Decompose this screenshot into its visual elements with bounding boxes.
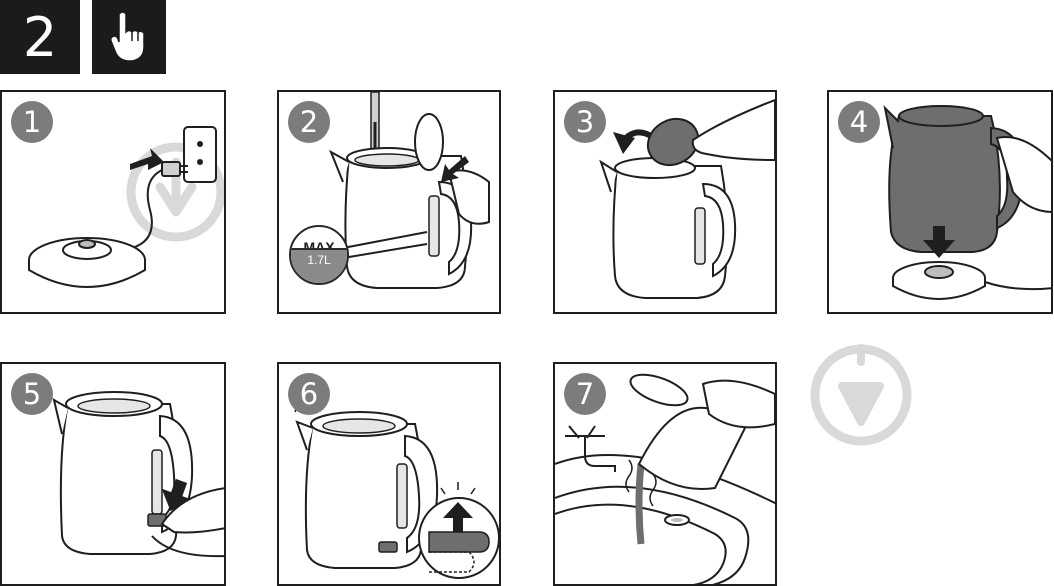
step-panel-4: 4 [827,90,1053,314]
switch-on-illustration [52,391,224,558]
step-panel-1: 1 [0,90,226,314]
step-panel-7: 7 [553,362,777,586]
step-badge: 5 [11,373,53,415]
arrow-down-circle-icon [806,340,916,450]
step-number: 2 [22,5,58,69]
max-capacity-value: 1.7L [291,248,347,283]
closing-lid-illustration [599,98,775,299]
step-number-box: 2 [0,0,80,74]
place-on-base-illustration [883,104,1051,300]
max-fill-label: MAX 1.7L [289,225,349,285]
step-badge: 2 [288,101,330,143]
step-panel-2: 2 MAX 1.7L [277,90,501,314]
step-badge: 3 [564,101,606,143]
step-badge: 4 [838,101,880,143]
step-badge: 1 [11,101,53,143]
pour-water-illustration [555,373,775,584]
step-panel-5: 5 [0,362,226,586]
step-panel-6: 6 [277,362,501,586]
step-badge: 7 [564,373,606,415]
base-and-plug-illustration [28,126,224,288]
auto-switch-off-illustration [294,395,499,579]
filling-kettle-illustration [329,92,490,289]
step-panel-3: 3 [553,90,777,314]
step-badge: 6 [288,373,330,415]
hand-pointing-up-icon [92,0,166,74]
